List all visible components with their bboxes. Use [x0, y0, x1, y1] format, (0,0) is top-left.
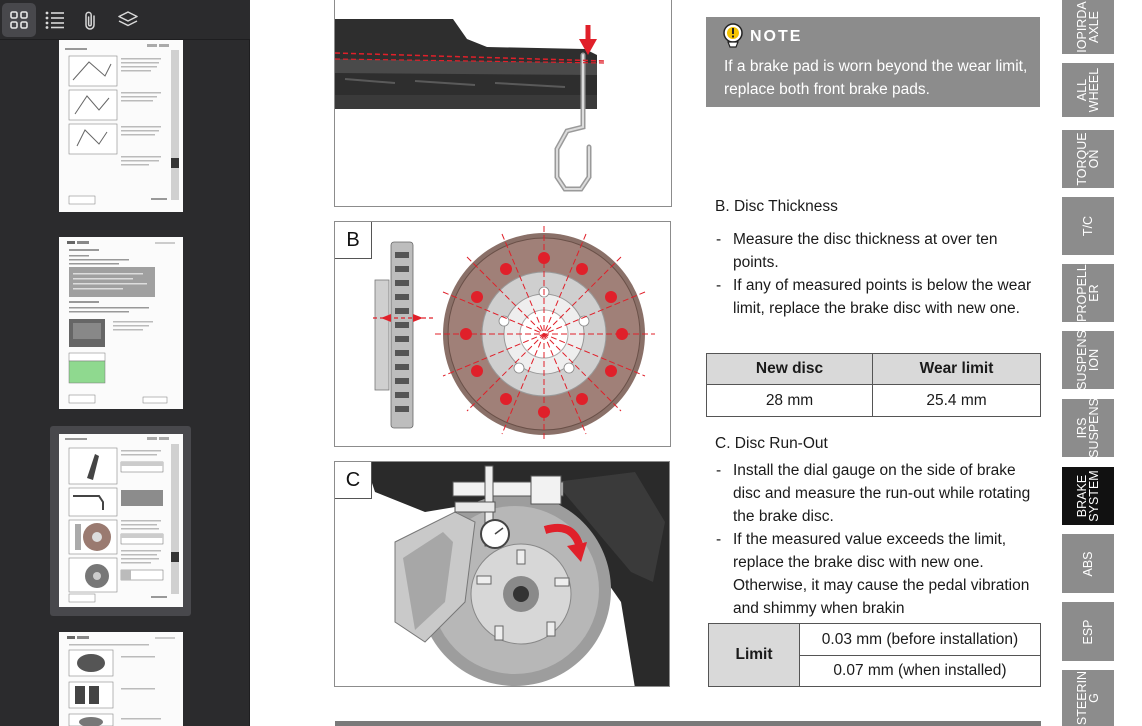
- disc-thickness-diagram: [335, 222, 670, 446]
- chapter-tab-suspension[interactable]: SUSPENS ION: [1062, 330, 1114, 390]
- chapter-tab-label: SUSPENS ION: [1075, 330, 1101, 390]
- limit-label: Limit: [708, 623, 800, 687]
- disc-thickness-bullet: - Measure the disc thickness at over ten…: [716, 228, 1036, 274]
- chapter-tab-label: ESP: [1081, 618, 1095, 645]
- bullet-dash: -: [716, 462, 722, 479]
- layers-icon: [118, 11, 138, 27]
- table-cell: 25.4 mm: [872, 384, 1041, 417]
- bullet-text: Install the dial gauge on the side of br…: [733, 462, 1031, 525]
- bullet-text: If any of measured points is below the w…: [733, 277, 1032, 317]
- chapter-tab-tc[interactable]: T/C: [1062, 197, 1114, 255]
- bullet-dash: -: [716, 277, 722, 294]
- figure-label-c: C: [335, 462, 372, 499]
- chapter-tab-label: PROPELL ER: [1075, 264, 1101, 322]
- table-cell: 0.07 mm (when installed): [799, 655, 1041, 687]
- page-footer-rule: [335, 721, 1041, 726]
- chapter-tab-esp[interactable]: ESP: [1062, 602, 1114, 661]
- chapter-tab-all-wheel[interactable]: ALL WHEEL: [1062, 63, 1114, 117]
- chapter-tab-axle[interactable]: IOPIRDA AXLE: [1062, 0, 1114, 54]
- chapter-tab-irs-suspension[interactable]: IRS SUSPENS: [1062, 398, 1114, 458]
- chapter-tab-abs[interactable]: ABS: [1062, 534, 1114, 593]
- page-thumbnail-preview: [65, 437, 179, 603]
- disc-runout-photo: [335, 462, 669, 686]
- disc-thickness-heading: B. Disc Thickness: [715, 198, 838, 215]
- disc-runout-bullet: - Install the dial gauge on the side of …: [716, 459, 1036, 528]
- table-header: Wear limit: [872, 353, 1041, 385]
- chapter-tab-torque-on[interactable]: TORQUE ON: [1062, 130, 1114, 188]
- paperclip-icon: [85, 11, 95, 30]
- page-thumbnail-preview: [65, 44, 179, 205]
- attachments-view-button[interactable]: [74, 3, 108, 37]
- table-cell: 0.03 mm (before installation): [799, 623, 1041, 656]
- disc-runout-figure: C: [334, 461, 670, 687]
- disc-thickness-figure: B: [334, 221, 671, 447]
- brake-pad-photo: [335, 0, 671, 206]
- layers-view-button[interactable]: [110, 3, 144, 37]
- list-icon: [45, 11, 64, 29]
- bullet-text: If the measured value exceeds the limit,…: [733, 531, 1030, 617]
- page-thumbnail-preview: [67, 241, 175, 404]
- page-thumbnail-current[interactable]: [59, 434, 183, 607]
- figure-label-b: B: [335, 222, 372, 259]
- table-header: New disc: [706, 353, 873, 385]
- page-thumbnail-preview: [67, 636, 175, 726]
- disc-runout-bullet: - If the measured value exceeds the limi…: [716, 528, 1036, 620]
- page-thumbnail[interactable]: [59, 237, 183, 409]
- chapter-tab-label: STEERIN G: [1075, 670, 1101, 726]
- note-title: NOTE: [750, 28, 803, 45]
- disc-runout-heading: C. Disc Run-Out: [715, 435, 828, 452]
- disc-thickness-bullet: - If any of measured points is below the…: [716, 274, 1036, 343]
- chapter-tab-label: ALL WHEEL: [1075, 67, 1101, 113]
- thumbnail-sidebar: [0, 0, 250, 726]
- bullet-dash: -: [716, 531, 722, 548]
- outline-view-button[interactable]: [37, 3, 71, 37]
- chapter-tab-brake-system[interactable]: BRAKE SYSTEM: [1062, 467, 1114, 525]
- chapter-tab-label: T/C: [1081, 215, 1095, 237]
- grid-icon: [10, 11, 28, 29]
- chapter-tab-label: BRAKE SYSTEM: [1075, 470, 1101, 522]
- table-cell: 28 mm: [706, 384, 873, 417]
- lightbulb-icon: [723, 23, 743, 48]
- thumbnails-view-button[interactable]: [2, 3, 36, 37]
- runout-limit-table: Limit 0.03 mm (before installation) 0.07…: [708, 623, 1041, 687]
- chapter-tab-label: ABS: [1081, 550, 1095, 577]
- page-thumbnail[interactable]: [59, 632, 183, 726]
- chapter-tab-steering[interactable]: STEERIN G: [1062, 670, 1114, 726]
- sidebar-toolbar: [0, 0, 250, 40]
- chapter-tab-label: IOPIRDA AXLE: [1075, 1, 1101, 53]
- bullet-text: Measure the disc thickness at over ten p…: [733, 231, 998, 271]
- brake-pad-wear-figure: [334, 0, 672, 207]
- chapter-tab-label: IRS SUSPENS: [1075, 398, 1101, 458]
- chapter-tab-propeller[interactable]: PROPELL ER: [1062, 264, 1114, 322]
- note-box: NOTE If a brake pad is worn beyond the w…: [706, 17, 1040, 107]
- bullet-dash: -: [716, 231, 722, 248]
- disc-thickness-table: New disc Wear limit 28 mm 25.4 mm: [706, 353, 1041, 417]
- note-text: If a brake pad is worn beyond the wear l…: [724, 58, 1028, 98]
- chapter-tab-label: TORQUE ON: [1075, 132, 1101, 186]
- document-page: B C: [250, 0, 1142, 726]
- page-thumbnail[interactable]: [59, 40, 183, 212]
